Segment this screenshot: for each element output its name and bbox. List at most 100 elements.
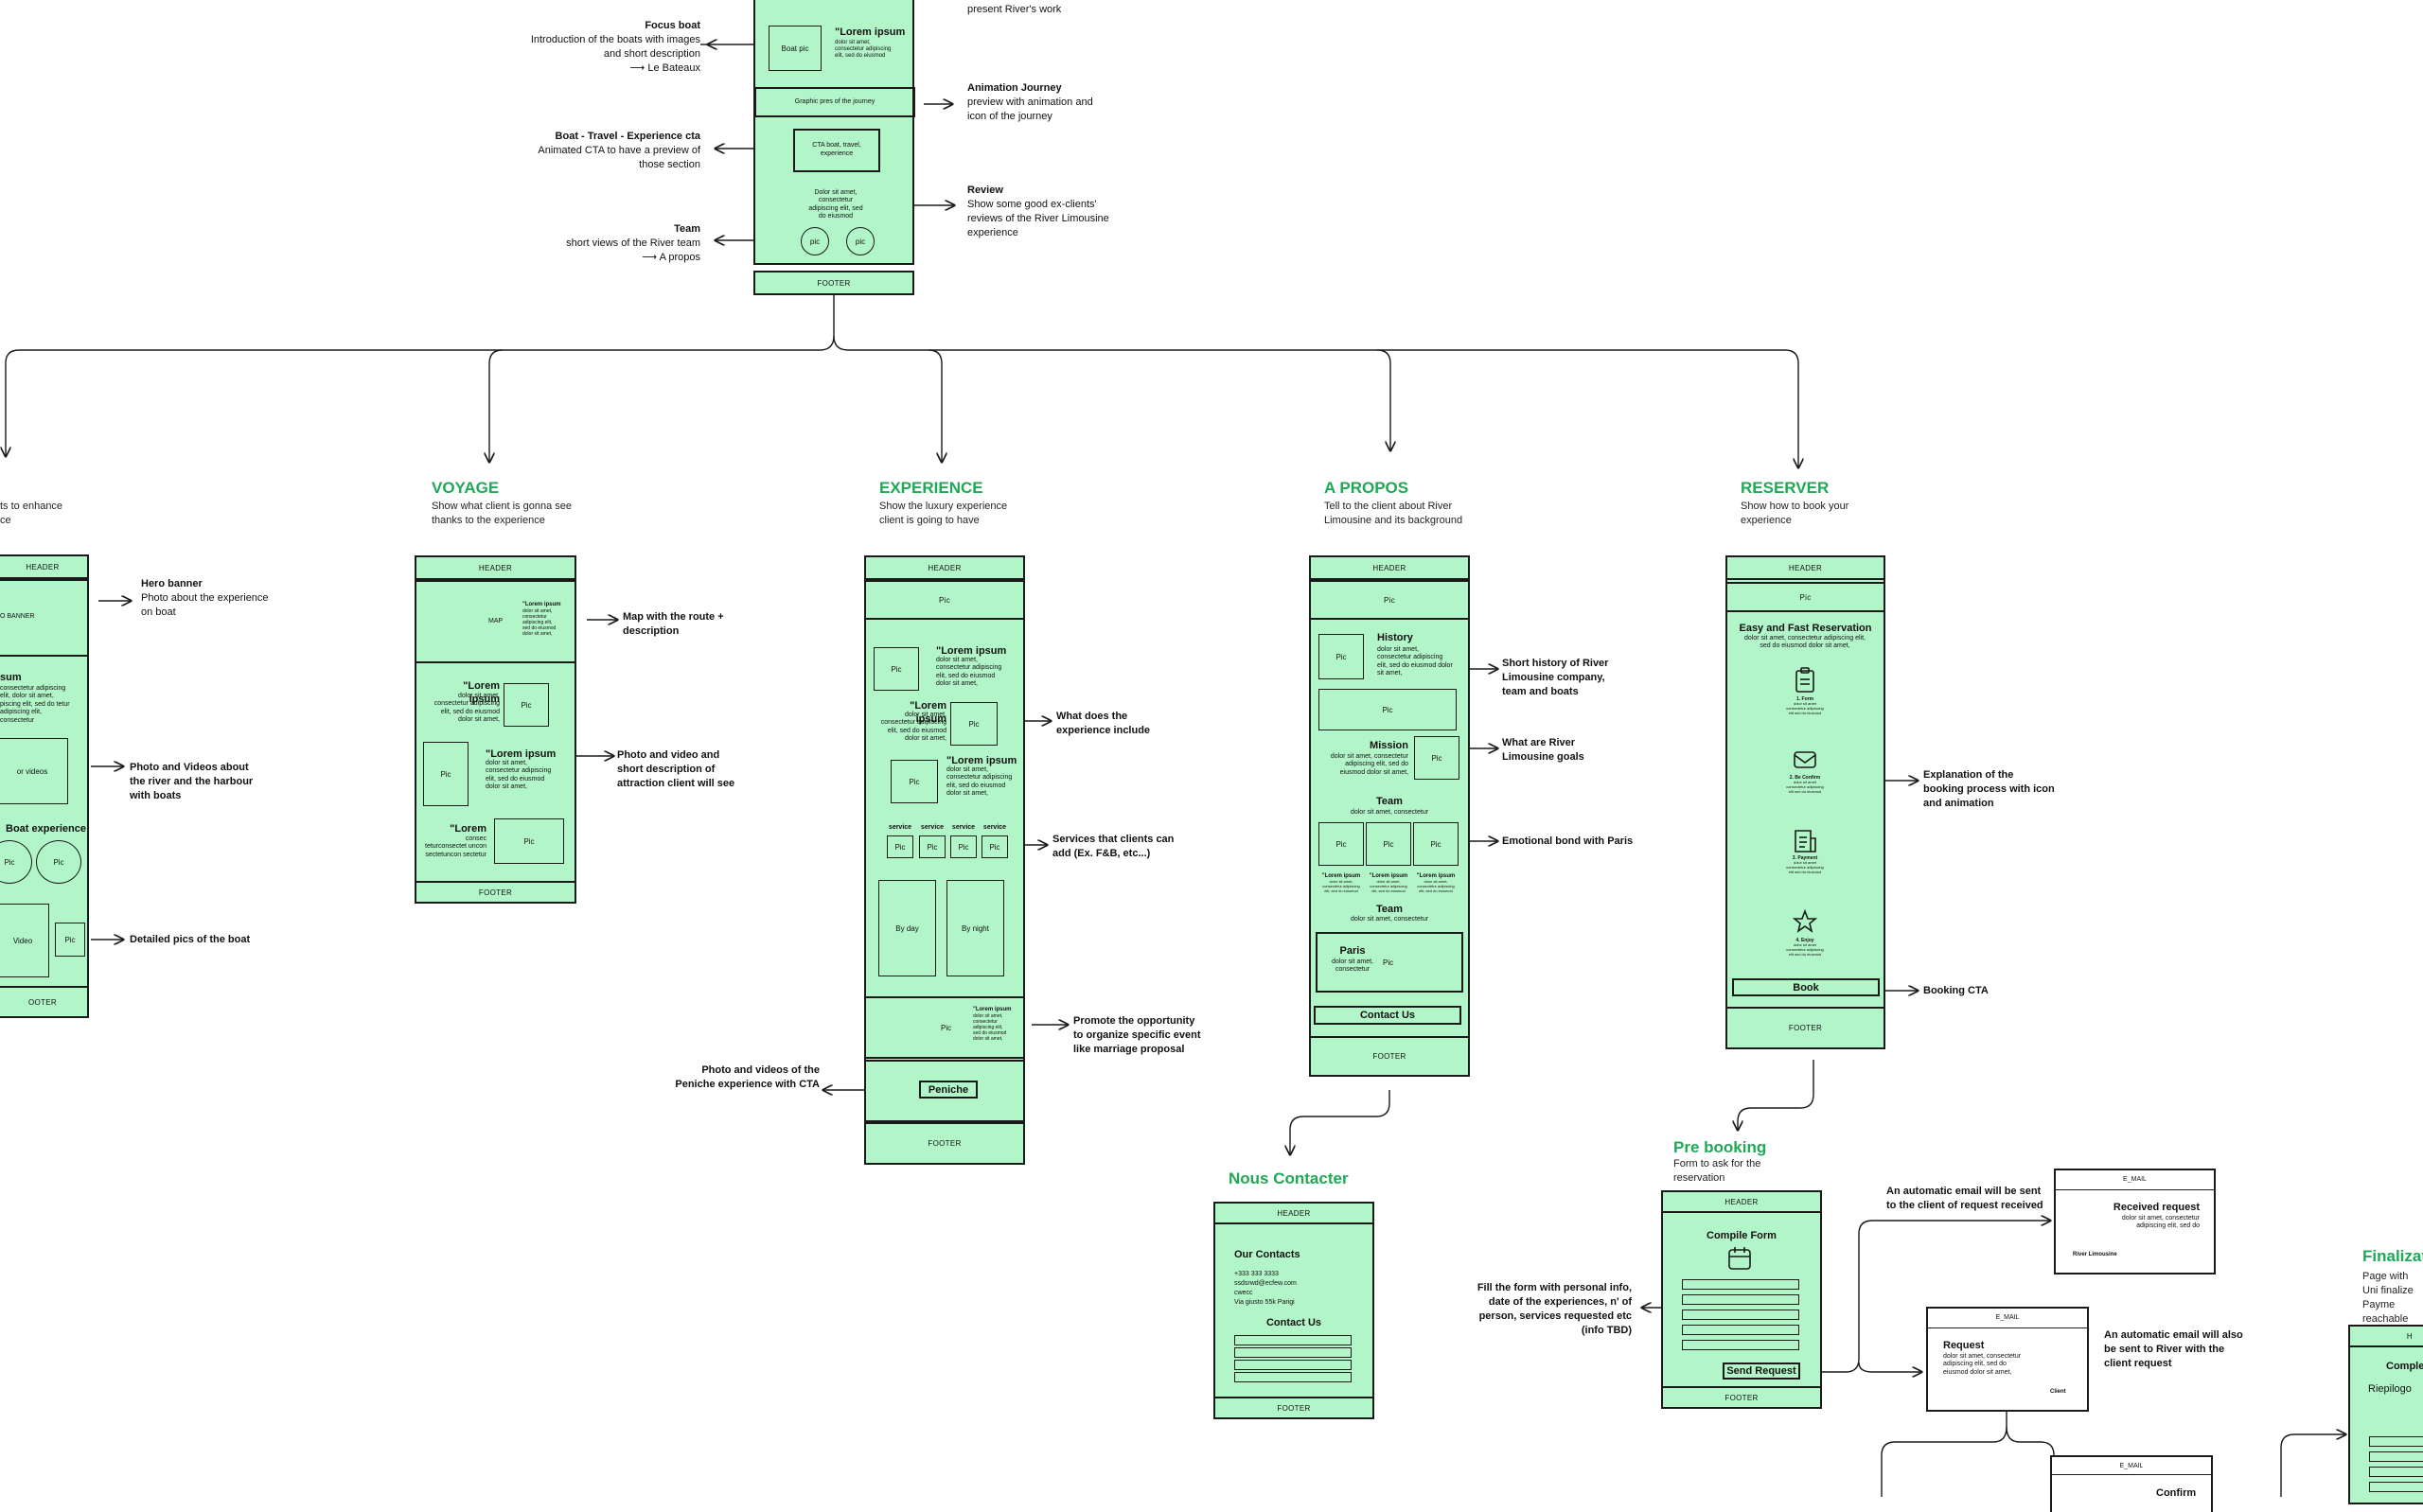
note-paris: Emotional bond with Paris — [1502, 835, 1634, 847]
experience-lorem-2-body: dolor sit amet, consectetur adipiscing e… — [880, 712, 946, 743]
prebooking-header: HEADER — [1661, 1190, 1822, 1213]
experience-event-lorem: "Lorem ipsum — [973, 1007, 1012, 1012]
voyage-pic-2: Pic — [423, 742, 469, 806]
team-pic-2-label: pic — [855, 237, 866, 246]
prebooking-title: Pre booking — [1673, 1138, 1767, 1156]
apropos-page-wireframe — [1309, 555, 1470, 1077]
by-day-label: By day — [895, 923, 919, 933]
note-hero-body: Photo about the experience on boat — [141, 591, 269, 618]
note-team-body: short views of the River team — [566, 237, 700, 249]
prebooking-field-4[interactable] — [1682, 1325, 1799, 1335]
experience-lorem-3: "Lorem ipsum — [946, 755, 1017, 766]
calendar-icon — [1728, 1247, 1751, 1270]
contact-line-2: ssdsrwd@ecfew.com — [1234, 1280, 1297, 1287]
voyage-page-wireframe — [415, 555, 576, 904]
clipboard-icon — [1795, 667, 1814, 693]
voyage-subtitle: Show what client is gonna see thanks to … — [432, 501, 572, 526]
note-focus-boat: Focus boat Introduction of the boats wit… — [530, 19, 700, 75]
mission-pic: Pic — [1414, 736, 1459, 780]
finalize-field-2[interactable] — [2369, 1451, 2423, 1462]
note-booking-process: Explanation of the booking process with … — [1923, 769, 2055, 809]
apropos-subtitle: Tell to the client about River Limousine… — [1324, 501, 1463, 526]
experience-pic-3: Pic — [891, 760, 938, 803]
journey-box-label: Graphic pres of the journey — [794, 98, 875, 105]
email-confirm-label: E_MAIL — [2119, 1463, 2144, 1469]
email-request — [1926, 1307, 2089, 1412]
history-body: dolor sit amet, consectetur adipiscing e… — [1377, 646, 1453, 677]
finalize-field-3[interactable] — [2369, 1467, 2423, 1477]
note-history: Short history of River Limousine company… — [1502, 658, 1609, 697]
bateaux-videos-box: or videos — [0, 738, 68, 804]
bateaux-lorem: sum — [0, 672, 22, 683]
email-confirm-header — [2052, 1455, 2211, 1475]
service-pic-2-label: Pic — [927, 842, 938, 852]
paris-box — [1316, 932, 1463, 993]
team-member-pic-1: Pic — [1318, 822, 1364, 866]
email-received-header — [2056, 1169, 2214, 1190]
apropos-hero-pic-label: Pic — [1383, 595, 1395, 605]
focus-lorem-title: "Lorem ipsum — [835, 26, 906, 38]
contact-footer: FOOTER — [1213, 1397, 1374, 1419]
prebooking-field-5[interactable] — [1682, 1340, 1799, 1350]
bateaux-lorem-body: consectetur adipiscing elit, dolor sit a… — [0, 685, 70, 724]
experience-lorem-1-body: dolor sit amet, consectetur adipiscing e… — [936, 657, 1002, 688]
contact-field-2[interactable] — [1234, 1347, 1352, 1358]
note-focus-link: ⟶ Le Bateaux — [629, 62, 700, 74]
request-sender: Client — [2050, 1389, 2066, 1395]
voyage-pic-3: Pic — [494, 818, 564, 864]
note-hero-banner: Hero banner Photo about the experience o… — [141, 577, 274, 620]
prebooking-field-1[interactable] — [1682, 1279, 1799, 1290]
experience-header: HEADER — [864, 555, 1025, 580]
voyage-header: HEADER — [415, 555, 576, 580]
finalize-field-4[interactable] — [2369, 1482, 2423, 1492]
email-received-request — [2054, 1169, 2216, 1275]
note-cta-body: Animated CTA to have a preview of those … — [538, 144, 700, 170]
contact-field-4[interactable] — [1234, 1372, 1352, 1382]
contact-us-button[interactable]: Contact Us — [1314, 1006, 1461, 1025]
peniche-button[interactable]: Peniche — [919, 1081, 978, 1099]
experience-event-pic: Pic — [941, 1024, 952, 1032]
received-request-body: dolor sit amet, consectetur adipiscing e… — [2121, 1215, 2200, 1230]
voyage-lorem-short: "Lorem — [450, 823, 486, 835]
prebooking-field-2[interactable] — [1682, 1294, 1799, 1305]
contact-field-1[interactable] — [1234, 1335, 1352, 1345]
paris-pic: Pic — [1383, 958, 1394, 967]
team-title: Team — [1376, 796, 1403, 807]
experience-hero-pic-label: Pic — [938, 595, 950, 605]
bateaux-boat-exp: Boat experience — [6, 823, 86, 835]
apropos-hero-pic: Pic — [1309, 580, 1470, 620]
mission-body: dolor sit amet, consectetur adipiscing e… — [1330, 753, 1408, 776]
contact-header: HEADER — [1213, 1202, 1374, 1224]
apropos-footer: FOOTER — [1309, 1036, 1470, 1077]
send-request-button-label: Send Request — [1726, 1365, 1796, 1377]
reserver-heading: Easy and Fast Reservation — [1739, 623, 1872, 634]
note-team: Team short views of the River team ⟶ A p… — [530, 222, 700, 265]
send-request-button[interactable]: Send Request — [1723, 1363, 1800, 1380]
note-cta-title: Boat - Travel - Experience cta — [555, 131, 700, 142]
voyage-lorem-2-body: dolor sit amet, consectetur adipiscing e… — [486, 760, 552, 791]
team-pic-2: pic — [846, 227, 875, 255]
contact-page-wireframe — [1213, 1202, 1374, 1419]
finalize-riepilogo: Riepilogo — [2368, 1383, 2412, 1395]
reserver-subtitle: Show how to book your experience — [1741, 501, 1849, 526]
step-2-label: 2. Be Confirm — [1789, 775, 1821, 781]
finalize-header: H — [2348, 1325, 2423, 1347]
contact-field-3[interactable] — [1234, 1360, 1352, 1370]
partial-top-note: present River's work — [967, 4, 1062, 15]
team-pic-1: pic — [801, 227, 829, 255]
note-review: Review Show some good ex-clients' review… — [967, 184, 1109, 239]
history-pic: Pic — [1318, 634, 1364, 679]
home-footer: FOOTER — [753, 271, 914, 295]
team-member-pic-2: Pic — [1366, 822, 1411, 866]
voyage-pic-2-label: Pic — [440, 769, 451, 779]
voyage-title: VOYAGE — [432, 479, 500, 497]
book-button[interactable]: Book — [1732, 978, 1880, 996]
step-1-label: 1. Form — [1795, 696, 1814, 702]
note-services: Services that clients can add (Ex. F&B, … — [1052, 834, 1175, 859]
note-peniche: Photo and videos of the Peniche experien… — [675, 1064, 820, 1090]
voyage-map-lorem: "Lorem ipsum — [522, 602, 561, 607]
prebooking-field-3[interactable] — [1682, 1310, 1799, 1320]
voyage-pic-3-label: Pic — [523, 836, 535, 846]
finalize-field-1[interactable] — [2369, 1436, 2423, 1447]
